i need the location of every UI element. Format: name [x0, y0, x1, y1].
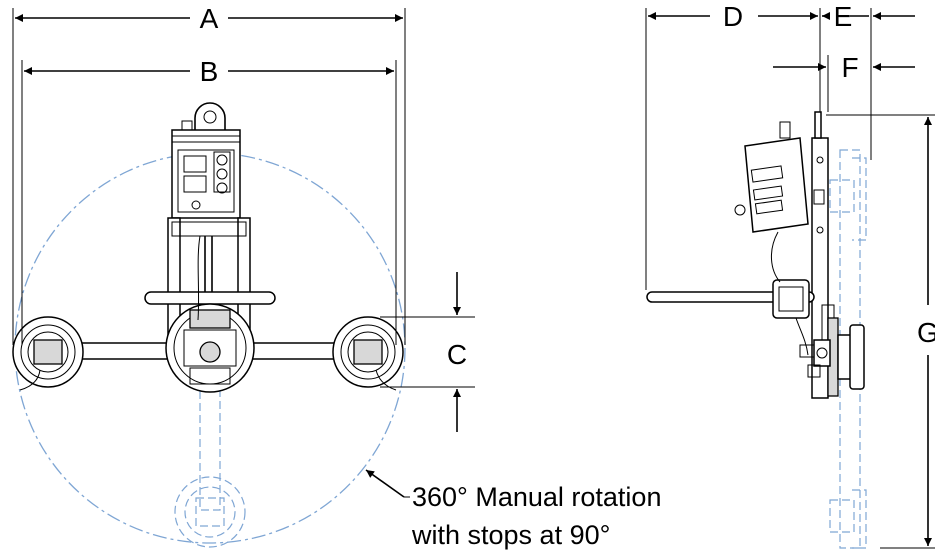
dimension-f: F	[773, 52, 915, 112]
right-pad	[332, 316, 404, 391]
center-pad	[165, 303, 255, 393]
handle-bar	[144, 291, 276, 305]
side-center-pad	[799, 317, 865, 397]
dimension-c: C	[380, 272, 475, 432]
dim-label-f: F	[841, 52, 858, 83]
control-box	[171, 129, 241, 219]
lifting-eye	[194, 102, 226, 130]
front-view	[12, 102, 406, 548]
rotation-note-line2: with stops at 90°	[411, 520, 610, 550]
dim-label-a: A	[200, 3, 219, 34]
dim-label-b: B	[200, 56, 219, 87]
dimension-e: E	[822, 1, 915, 160]
dim-label-c: C	[447, 339, 467, 370]
dimension-a: A	[12, 3, 406, 345]
dimension-d: D	[645, 1, 821, 290]
rotation-note: 360° Manual rotation with stops at 90°	[365, 469, 661, 550]
dim-label-g: G	[917, 317, 935, 348]
dimension-b: B	[21, 56, 397, 345]
left-pad	[12, 316, 84, 391]
ghost-bottom-pad	[174, 384, 246, 548]
side-view	[646, 111, 867, 549]
side-control-box	[734, 121, 809, 233]
rotation-note-line1: 360° Manual rotation	[412, 482, 661, 512]
dim-label-d: D	[723, 1, 743, 32]
dim-label-e: E	[834, 1, 853, 32]
dimension-g: G	[826, 114, 935, 549]
